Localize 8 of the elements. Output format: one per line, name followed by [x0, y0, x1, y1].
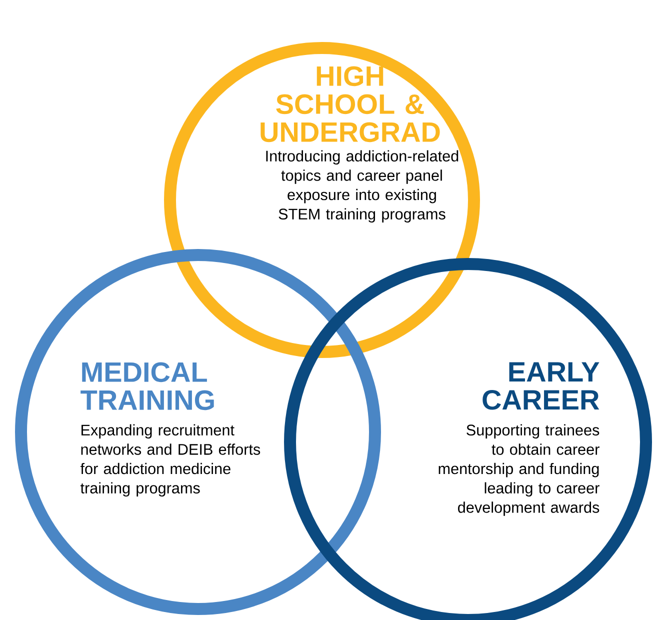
circle-heading: EARLY CAREER	[482, 362, 600, 410]
circle-description: Supporting trainees to obtain career mentorship and funding leading to career development awards	[438, 424, 600, 516]
venn-circle	[164, 42, 480, 358]
circle-description: Introducing addiction-related topics and career panel exposure into existing STEM training programs	[266, 150, 458, 223]
venn-circle	[15, 249, 381, 615]
circle-heading: HIGH SCHOOL & UNDERGRAD	[260, 66, 440, 142]
circle-heading: MEDICAL TRAINING	[80, 362, 214, 410]
circle-description: Expanding recruitment networks and DEIB efforts for addiction medicine training programs	[80, 424, 260, 497]
